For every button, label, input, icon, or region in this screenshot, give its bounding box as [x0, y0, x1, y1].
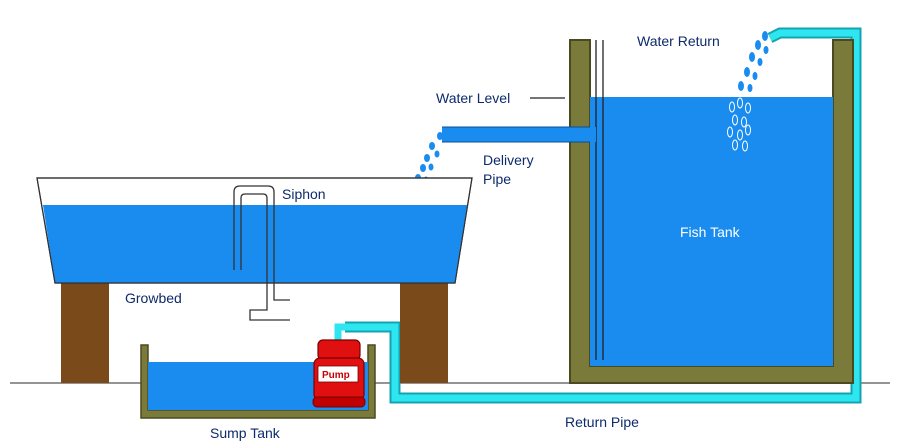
label-delivery-pipe-2: Pipe — [483, 171, 511, 187]
delivery-pipe — [442, 127, 596, 142]
return-pipe-inner — [345, 29, 860, 402]
growbed-leg-right — [400, 283, 448, 383]
siphon-pipe — [233, 185, 290, 301]
label-fish-tank: Fish Tank — [680, 224, 741, 240]
growbed-leg-left — [61, 283, 109, 383]
siphon-gap-fill — [242, 206, 266, 208]
label-pump: Pump — [322, 370, 350, 381]
return-pipe-riser — [334, 323, 348, 345]
growbed-outline — [36, 177, 473, 284]
label-return-pipe: Return Pipe — [565, 414, 639, 430]
siphon-pipe-inner — [240, 193, 290, 321]
growbed-water — [43, 205, 467, 283]
label-water-return: Water Return — [637, 33, 720, 49]
label-sump-tank: Sump Tank — [210, 425, 281, 441]
label-growbed: Growbed — [125, 290, 182, 306]
fish-tank-water — [590, 97, 833, 366]
return-droplets — [738, 31, 769, 92]
label-siphon: Siphon — [282, 186, 326, 202]
label-delivery-pipe-1: Delivery — [483, 152, 534, 168]
label-water-level: Water Level — [436, 90, 510, 106]
pump — [312, 339, 366, 408]
return-splash — [727, 97, 751, 152]
